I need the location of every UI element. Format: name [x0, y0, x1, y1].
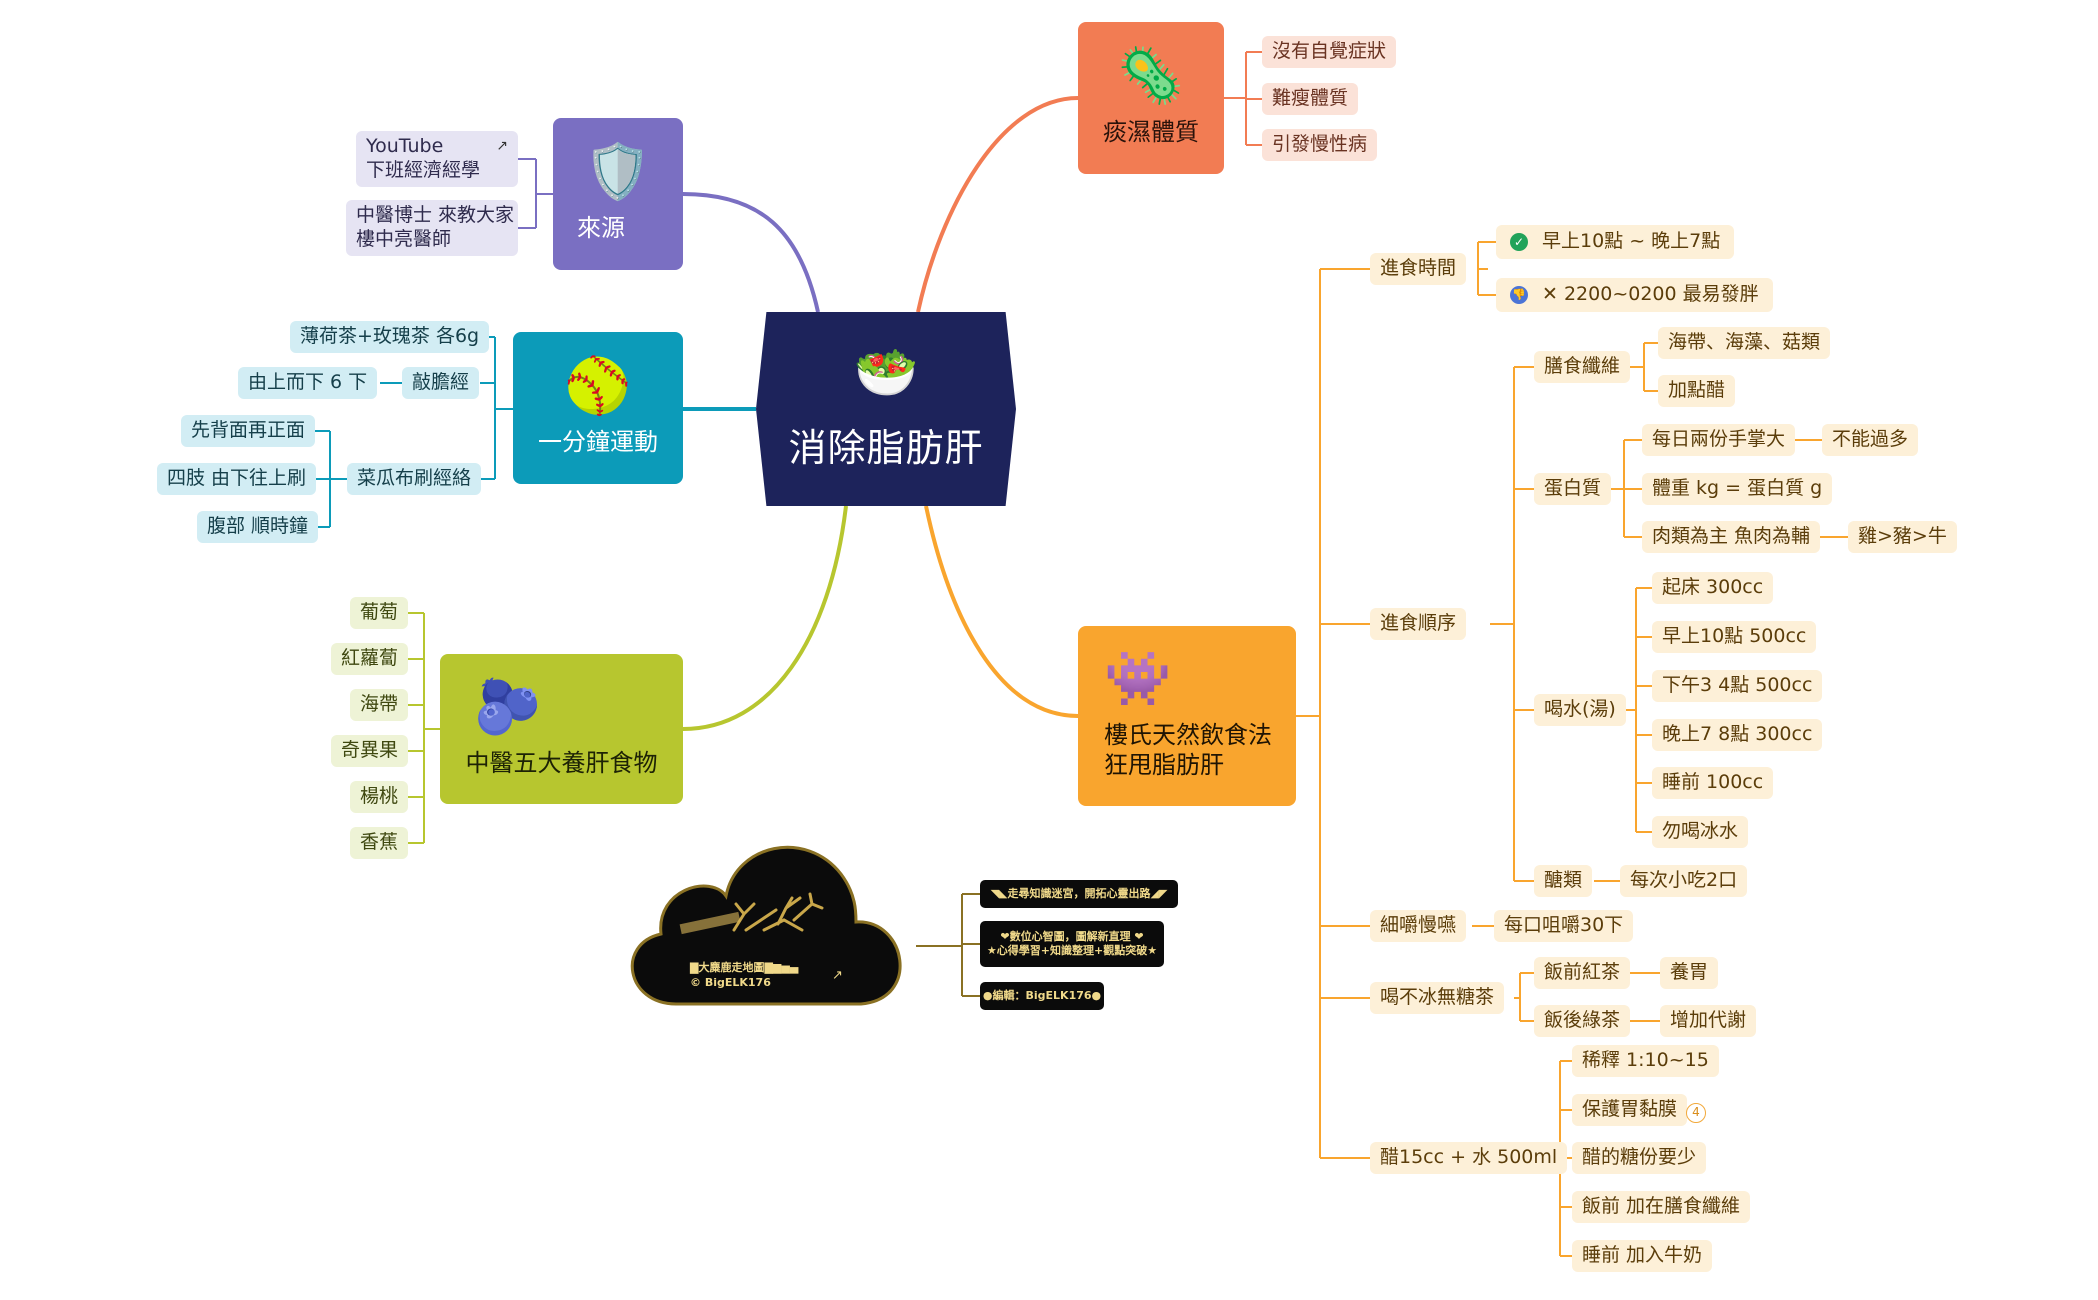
brand-logo-text: ▇大麋鹿走地圖▇▆▅▄ © BigELK176	[690, 960, 798, 991]
brand-tag3[interactable]: ●編輯：BigELK176●	[980, 982, 1104, 1010]
diet-fiber-item[interactable]: 海帶、海藻、菇類	[1658, 327, 1831, 359]
diet-tea-green-note[interactable]: 增加代謝	[1660, 1005, 1757, 1037]
diet-protein-palm-note[interactable]: 不能過多	[1822, 424, 1919, 456]
topic-exercise[interactable]: 🥎 一分鐘運動	[513, 332, 683, 484]
diet-protein-meat-note[interactable]: 雞>豬>牛	[1848, 521, 1957, 553]
central-topic[interactable]: 🥗 消除脂肪肝	[756, 312, 1016, 506]
brand-tag2-line2: ★心得學習+知識整理+觀點突破★	[986, 944, 1158, 957]
exercise-brush[interactable]: 菜瓜布刷經絡	[347, 463, 482, 495]
diet-time-bad[interactable]: 👎 ✕ 2200~0200 最易發胖	[1496, 278, 1773, 312]
source-youtube-title: YouTube	[366, 135, 444, 158]
topic-foods[interactable]: 🫐 中醫五大養肝食物	[440, 654, 683, 804]
branch-damp	[916, 96, 1079, 313]
source-doctor-line1: 中醫博士 來教大家	[356, 204, 515, 227]
count-badge: 4	[1686, 1102, 1706, 1123]
baseball-glove-icon: 🥎	[564, 354, 632, 417]
diet-water[interactable]: 喝水(湯)	[1534, 694, 1626, 726]
thumbs-down-icon: 👎	[1510, 286, 1528, 304]
food-item[interactable]: 香蕉	[350, 827, 409, 859]
diet-vinegar-item[interactable]: 飯前 加在膳食纖維	[1572, 1191, 1751, 1223]
diet-water-item[interactable]: 下午3 4點 500cc	[1652, 670, 1823, 702]
diet-time-bad-text: ✕ 2200~0200 最易發胖	[1542, 283, 1759, 306]
diet-tea-green[interactable]: 飯後綠茶	[1534, 1005, 1631, 1037]
diet-water-item[interactable]: 睡前 100cc	[1652, 767, 1774, 799]
shield-check-icon: 🛡️	[584, 140, 652, 203]
diet-vinegar-item[interactable]: 保護胃黏膜	[1572, 1094, 1688, 1126]
diet-time[interactable]: 進食時間	[1370, 253, 1467, 285]
external-link-icon[interactable]: ↗	[832, 968, 843, 983]
diet-water-item[interactable]: 起床 300cc	[1652, 572, 1774, 604]
diet-protein-weight[interactable]: 體重 kg = 蛋白質 g	[1642, 473, 1833, 505]
salad-bowl-icon: 🥗	[853, 342, 919, 403]
source-youtube-link[interactable]: YouTube ↗ 下班經濟經學	[356, 131, 518, 187]
diet-water-item[interactable]: 勿喝冰水	[1652, 816, 1749, 848]
damp-item[interactable]: 難瘦體質	[1262, 83, 1359, 115]
food-item[interactable]: 楊桃	[350, 781, 409, 813]
exercise-knock[interactable]: 敲膽經	[402, 367, 480, 399]
diet-tea-black-note[interactable]: 養胃	[1660, 957, 1719, 989]
diet-carbs-note[interactable]: 每次小吃2口	[1620, 865, 1748, 897]
damp-item[interactable]: 引發慢性病	[1262, 129, 1378, 161]
source-doctor[interactable]: 中醫博士 來教大家 樓中亮醫師	[346, 200, 518, 256]
exercise-brush-item[interactable]: 四肢 由下往上刷	[157, 463, 317, 495]
topic-diet-title-line2: 狂甩脂肪肝	[1104, 751, 1224, 779]
topic-foods-title: 中醫五大養肝食物	[465, 749, 658, 777]
diet-carbs[interactable]: 醣類	[1534, 865, 1593, 897]
elk-logo-icon	[732, 892, 824, 932]
exercise-tea[interactable]: 薄荷茶+玫瑰茶 各6g	[290, 321, 490, 353]
topic-damp-title: 痰濕體質	[1103, 118, 1199, 146]
source-youtube-channel: 下班經濟經學	[366, 159, 481, 181]
food-item[interactable]: 紅蘿蔔	[331, 643, 409, 675]
diet-vinegar-item[interactable]: 醋的糖份要少	[1572, 1142, 1707, 1174]
topic-damp[interactable]: 🦠 痰濕體質	[1078, 22, 1224, 174]
central-title: 消除脂肪肝	[788, 425, 984, 470]
vinegar-badge[interactable]: 4	[1686, 1101, 1706, 1123]
external-link-icon: ↗	[496, 138, 508, 155]
diet-fiber-item[interactable]: 加點醋	[1658, 375, 1736, 407]
topic-diet[interactable]: 👾 樓氏天然飲食法 狂甩脂肪肝	[1078, 626, 1296, 806]
topic-exercise-title: 一分鐘運動	[538, 428, 658, 456]
diet-water-item[interactable]: 晚上7 8點 300cc	[1652, 719, 1823, 751]
branch-foods	[682, 505, 848, 731]
exercise-brush-item[interactable]: 先背面再正面	[181, 415, 316, 447]
diet-water-item[interactable]: 早上10點 500cc	[1652, 621, 1817, 653]
diet-vinegar-item[interactable]: 稀釋 1:10~15	[1572, 1045, 1719, 1077]
topic-source-title: 來源	[577, 214, 625, 242]
damp-item[interactable]: 沒有自覺症狀	[1262, 36, 1397, 68]
brand-logo-line2: © BigELK176	[690, 976, 771, 990]
check-circle-icon: ✓	[1510, 233, 1528, 251]
brand-tag2[interactable]: ❤數位心智圖，圖解新直理 ❤ ★心得學習+知識整理+觀點突破★	[980, 921, 1164, 967]
blueberries-icon: 🫐	[474, 675, 542, 738]
diet-tea[interactable]: 喝不冰無糖茶	[1370, 982, 1505, 1014]
exercise-knock-detail[interactable]: 由上而下 6 下	[238, 367, 378, 399]
food-item[interactable]: 葡萄	[350, 597, 409, 629]
diet-vinegar-item[interactable]: 睡前 加入牛奶	[1572, 1240, 1713, 1272]
diet-fiber[interactable]: 膳食纖維	[1534, 351, 1631, 383]
brand-logo-line1: ▇大麋鹿走地圖▇▆▅▄	[690, 961, 799, 974]
diet-protein[interactable]: 蛋白質	[1534, 473, 1612, 505]
brand-tag2-line1: ❤數位心智圖，圖解新直理 ❤	[1000, 930, 1144, 944]
food-item[interactable]: 海帶	[350, 689, 409, 721]
diet-time-good[interactable]: ✓ 早上10點 ~ 晚上7點	[1496, 225, 1735, 259]
diet-tea-black[interactable]: 飯前紅茶	[1534, 957, 1631, 989]
diet-protein-meat[interactable]: 肉類為主 魚肉為輔	[1642, 521, 1821, 553]
topic-source[interactable]: 🛡️ 來源	[553, 118, 683, 270]
diet-chew[interactable]: 細嚼慢嚥	[1370, 910, 1467, 942]
topic-diet-title-line1: 樓氏天然飲食法	[1104, 721, 1272, 749]
diet-order[interactable]: 進食順序	[1370, 608, 1467, 640]
diet-chew-note[interactable]: 每口咀嚼30下	[1494, 910, 1634, 942]
branch-diet	[924, 505, 1079, 718]
diet-protein-palm[interactable]: 每日兩份手掌大	[1642, 424, 1796, 456]
brand-cloud[interactable]	[616, 834, 916, 1016]
branch-source	[682, 192, 820, 313]
food-item[interactable]: 奇異果	[331, 735, 409, 767]
diet-vinegar[interactable]: 醋15cc + 水 500ml	[1370, 1142, 1568, 1174]
pacman-icon: 👾	[1104, 647, 1172, 710]
brand-tag1[interactable]: ◥◣走尋知識迷宮，開拓心靈出路◢◤	[980, 880, 1178, 908]
exercise-brush-item[interactable]: 腹部 順時鐘	[197, 511, 319, 543]
source-doctor-line2: 樓中亮醫師	[356, 228, 452, 250]
diet-time-good-text: 早上10點 ~ 晚上7點	[1542, 230, 1721, 253]
virus-icon: 🦠	[1117, 44, 1185, 107]
